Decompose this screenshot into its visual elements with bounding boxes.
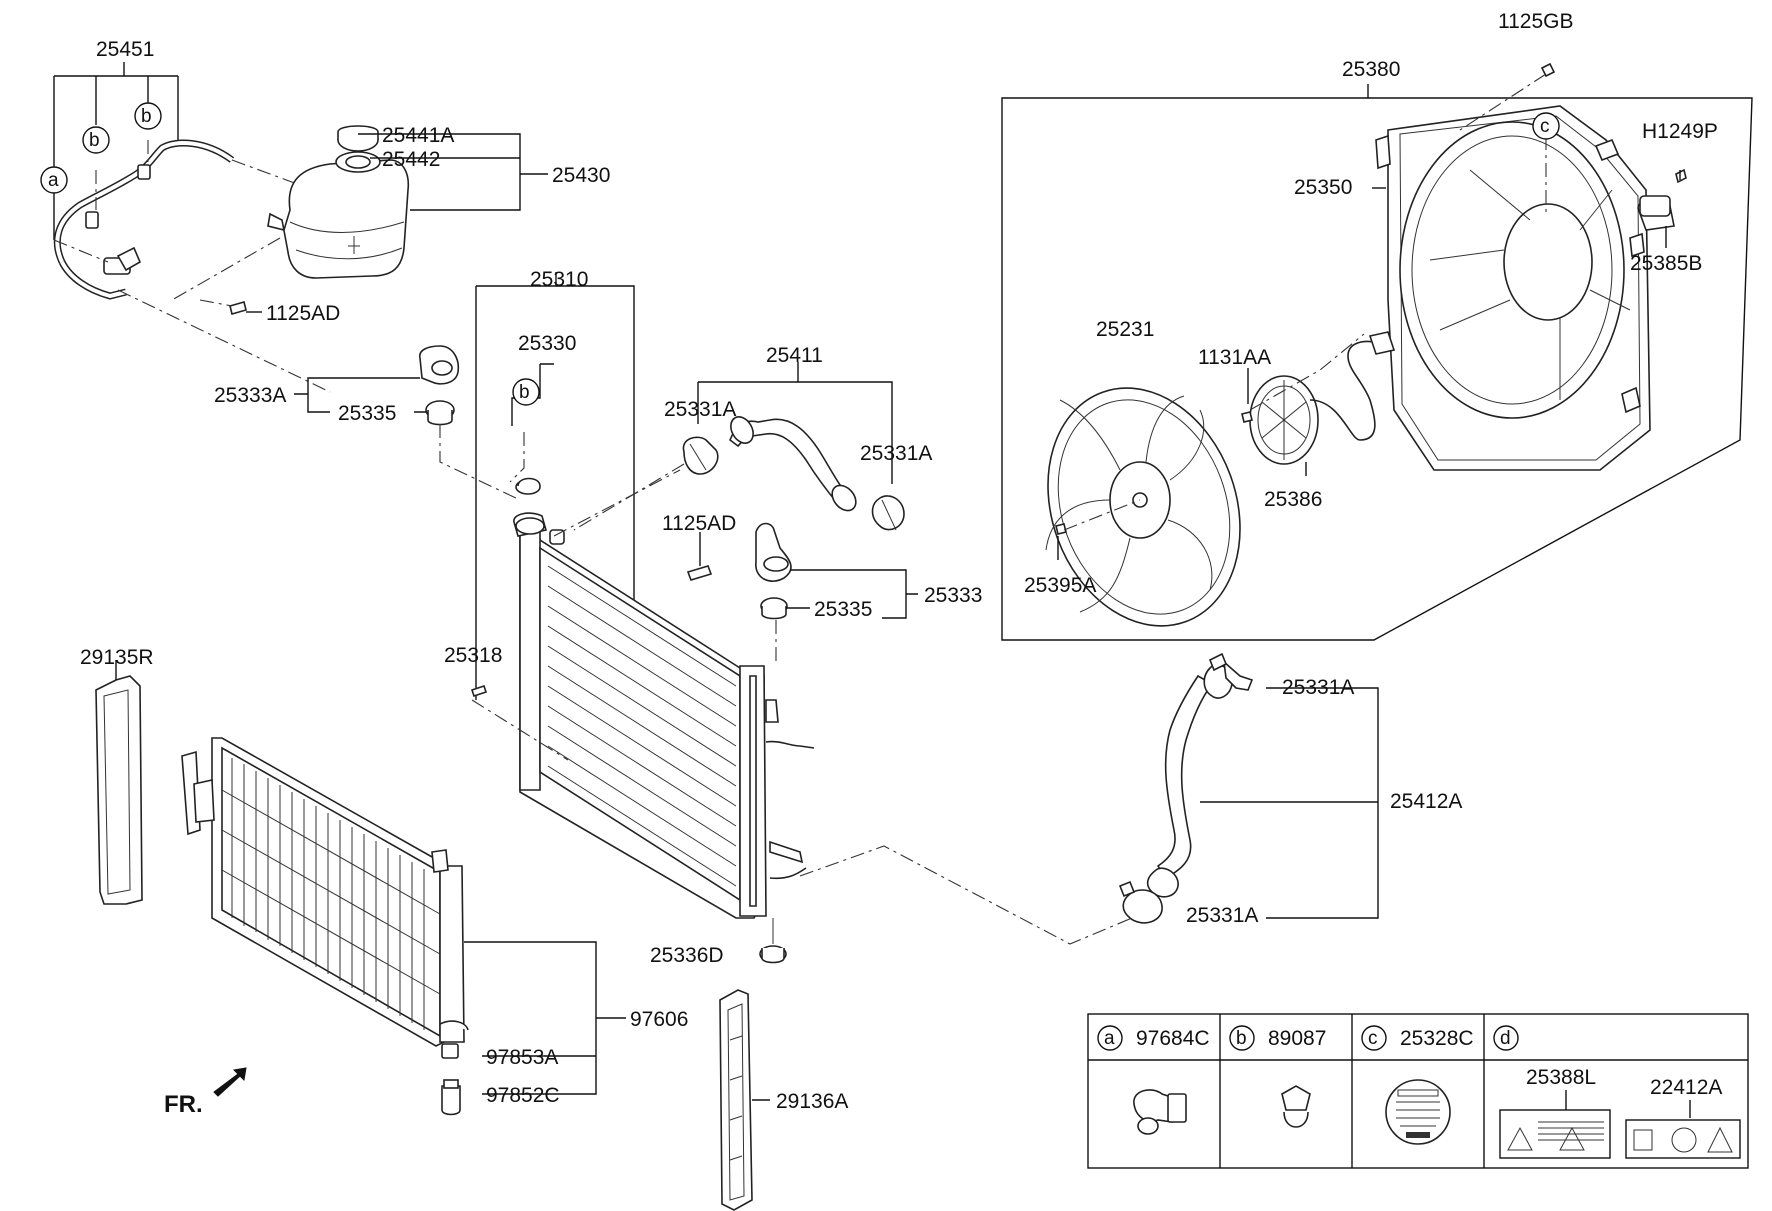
- part-labels: 25451 25441A 25442 25430 1125AD 25310 25…: [80, 10, 1718, 1118]
- legend-warning-label-2: [1625, 1119, 1741, 1159]
- fan-shroud-assembly-box: [1001, 62, 1753, 641]
- legend-clip-a: [1133, 1089, 1187, 1135]
- svg-text:b: b: [141, 106, 152, 127]
- label-25451: 25451: [96, 38, 154, 61]
- label-25430: 25430: [552, 164, 610, 187]
- label-25331A-lower-top: 25331A: [1282, 676, 1354, 699]
- label-25331A-upper-left: 25331A: [664, 398, 736, 421]
- legend-b-part: 89087: [1268, 1027, 1326, 1050]
- label-25331A-lower-bottom: 25331A: [1186, 904, 1258, 927]
- radiator-assembly: [470, 272, 815, 964]
- label-29136A: 29136A: [776, 1090, 848, 1113]
- upper-radiator-hose: [573, 362, 905, 531]
- legend-label-c: [1385, 1079, 1451, 1145]
- label-25441A: 25441A: [382, 124, 454, 147]
- label-97853A: 97853A: [486, 1046, 558, 1069]
- label-25231: 25231: [1096, 318, 1154, 341]
- label-25411: 25411: [766, 344, 823, 367]
- label-25310: 25310: [530, 268, 588, 291]
- label-1125GB: 1125GB: [1498, 10, 1574, 33]
- label-25442: 25442: [382, 148, 440, 171]
- callout-a: a: [40, 166, 68, 194]
- label-25385B: 25385B: [1630, 252, 1702, 275]
- label-25333: 25333: [924, 584, 982, 607]
- label-25395A: 25395A: [1024, 574, 1096, 597]
- svg-text:d: d: [1500, 1028, 1511, 1049]
- legend-warning-label-1: [1499, 1109, 1611, 1159]
- front-direction-arrow: [213, 1067, 247, 1097]
- callout-b-3: b: [512, 378, 540, 406]
- svg-text:c: c: [1368, 1028, 1378, 1049]
- upper-bracket-right: [686, 522, 918, 664]
- cooling-fan: [1045, 387, 1241, 627]
- label-1131AA: 1131AA: [1198, 346, 1271, 369]
- label-25350: 25350: [1294, 176, 1352, 199]
- label-25331A-upper-right: 25331A: [860, 442, 932, 465]
- svg-text:b: b: [1236, 1028, 1247, 1049]
- upper-bracket-left: [294, 345, 521, 501]
- label-H1249P: H1249P: [1642, 120, 1718, 143]
- callout-circles: a b b b c: [40, 102, 1560, 406]
- legend-a-part: 97684C: [1136, 1027, 1210, 1050]
- reservoir-hose-assembly: [53, 62, 331, 393]
- label-25335-right: 25335: [814, 598, 872, 621]
- condenser-assembly: [181, 737, 626, 1116]
- svg-text:c: c: [1540, 116, 1550, 137]
- label-97606: 97606: [630, 1008, 688, 1031]
- svg-text:b: b: [519, 382, 530, 403]
- callout-b-1: b: [82, 126, 110, 154]
- callout-c: c: [1532, 112, 1560, 140]
- legend-c-header: c 25328C: [1361, 1025, 1474, 1051]
- label-25380: 25380: [1342, 58, 1400, 81]
- label-25333A: 25333A: [214, 384, 286, 407]
- legend-table: a 97684C b 89087 c 25328C d: [1087, 1013, 1749, 1169]
- legend-b-header: b 89087: [1229, 1025, 1326, 1051]
- label-25318: 25318: [444, 644, 502, 667]
- label-25336D: 25336D: [650, 944, 724, 967]
- air-guard-right: [719, 989, 770, 1211]
- reservoir-tank: [171, 125, 410, 315]
- callout-b-2: b: [134, 102, 162, 130]
- label-25386: 25386: [1264, 488, 1322, 511]
- legend-a-header: a 97684C: [1097, 1025, 1210, 1051]
- fan-motor: [1241, 331, 1396, 476]
- air-guard-left: [95, 660, 143, 905]
- label-1125AD-upper: 1125AD: [266, 302, 340, 325]
- radiator-core-fins: [547, 565, 737, 887]
- svg-text:a: a: [1104, 1028, 1115, 1049]
- legend-d-part1: 25388L: [1526, 1066, 1596, 1089]
- legend-c-part: 25328C: [1400, 1027, 1474, 1050]
- label-25330: 25330: [518, 332, 576, 355]
- legend-d-header: d: [1493, 1025, 1519, 1051]
- legend-clip-b: [1281, 1085, 1311, 1128]
- legend-d-part2: 22412A: [1650, 1076, 1722, 1099]
- lower-radiator-hose: [799, 652, 1379, 945]
- label-front: FR.: [164, 1091, 203, 1118]
- label-29135R: 29135R: [80, 646, 154, 669]
- label-25412A: 25412A: [1390, 790, 1462, 813]
- label-25335-left: 25335: [338, 402, 396, 425]
- svg-text:a: a: [48, 170, 59, 191]
- svg-text:b: b: [89, 130, 100, 151]
- label-97852C: 97852C: [486, 1084, 560, 1107]
- label-1125AD-lower: 1125AD: [662, 512, 736, 535]
- condenser-core-fins: [221, 758, 441, 1030]
